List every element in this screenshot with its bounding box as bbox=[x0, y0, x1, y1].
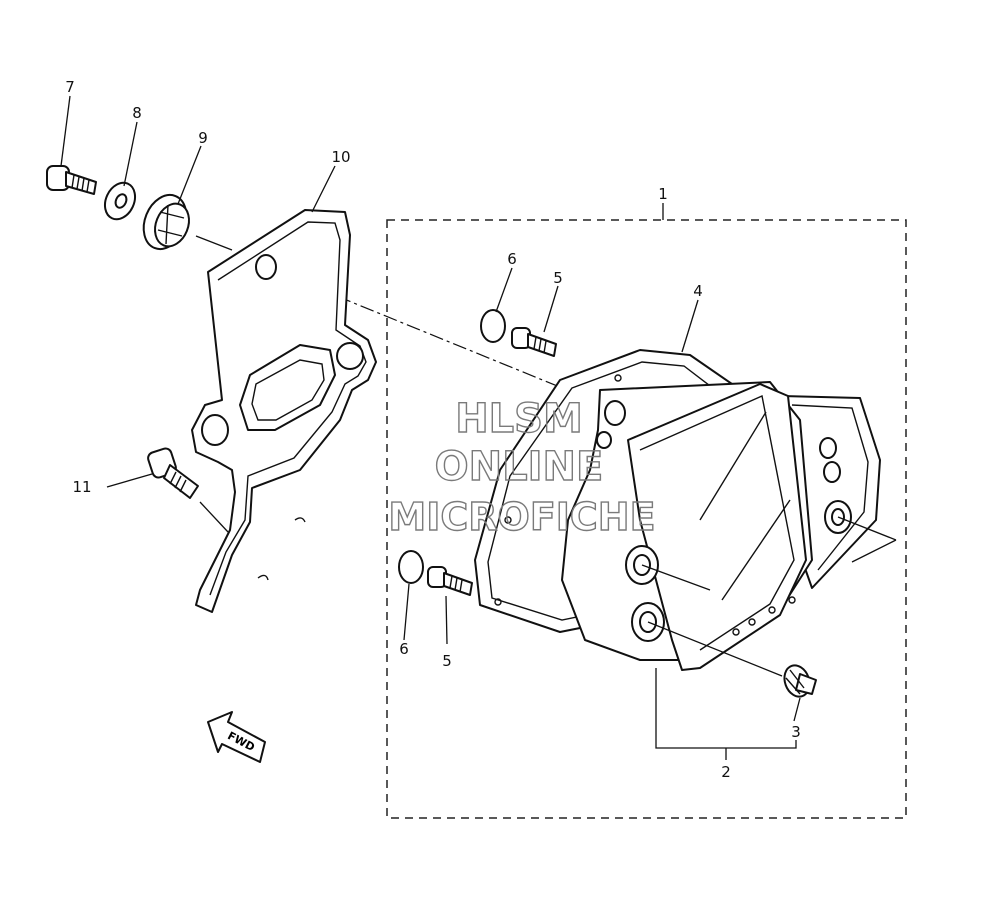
side-cover-2-icon bbox=[561, 381, 881, 671]
callout-5-upper: 5 bbox=[553, 269, 563, 287]
bolt-11-icon bbox=[147, 447, 199, 499]
watermark-line-3: MICROFICHE bbox=[388, 495, 655, 539]
callout-4: 4 bbox=[693, 282, 703, 300]
callout-1: 1 bbox=[658, 185, 668, 203]
plug-3-icon bbox=[783, 664, 817, 698]
callout-6-upper: 6 bbox=[507, 250, 517, 268]
callout-2: 2 bbox=[721, 763, 731, 781]
callout-11: 11 bbox=[72, 478, 91, 496]
screw-5-lower-icon bbox=[427, 566, 473, 596]
watermark: HLSM ONLINE MICROFICHE bbox=[388, 395, 657, 539]
callout-9: 9 bbox=[198, 129, 208, 147]
callout-6-lower: 6 bbox=[399, 640, 409, 658]
forward-direction-arrow: FWD bbox=[207, 711, 266, 763]
watermark-line-1: HLSM bbox=[455, 396, 583, 442]
washer-8-icon bbox=[103, 181, 137, 221]
screw-5-upper-icon bbox=[511, 327, 557, 357]
watermark-line-2: ONLINE bbox=[435, 444, 604, 490]
cap-6-lower-icon bbox=[398, 550, 424, 584]
callout-5-lower: 5 bbox=[442, 652, 452, 670]
cap-6-upper-icon bbox=[480, 309, 506, 343]
washer-axis-line bbox=[195, 235, 233, 251]
assembly-boundary-box bbox=[386, 219, 907, 819]
callout-10: 10 bbox=[331, 148, 350, 166]
callout-3: 3 bbox=[791, 723, 801, 741]
callout-8: 8 bbox=[132, 104, 142, 122]
bolt-7-icon bbox=[46, 165, 97, 195]
bracket-10-icon bbox=[191, 209, 377, 613]
leader-lines bbox=[60, 95, 897, 760]
bolt-11-axis-line bbox=[199, 501, 229, 533]
grommet-9-icon bbox=[142, 193, 190, 251]
callout-7: 7 bbox=[65, 78, 75, 96]
